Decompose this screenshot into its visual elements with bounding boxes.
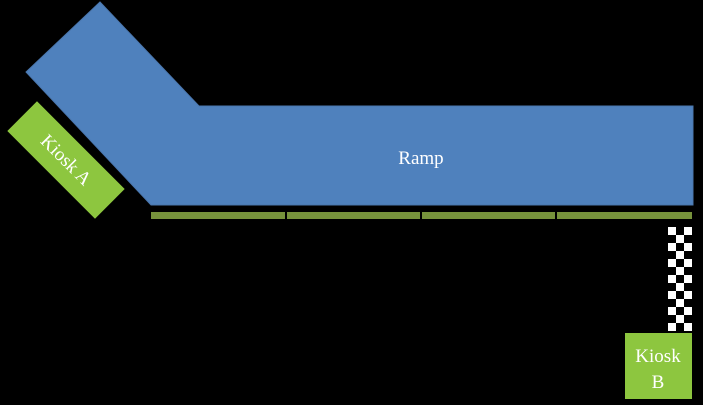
- checker-cell: [668, 259, 676, 267]
- checker-cell: [668, 299, 676, 307]
- kiosk-b-label-line2: B: [652, 372, 665, 393]
- checker-cell: [684, 299, 692, 307]
- kiosk-b: Kiosk B: [625, 333, 692, 399]
- checker-cell: [676, 283, 684, 291]
- checker-cell: [684, 243, 692, 251]
- checker-cell: [676, 267, 684, 275]
- checker-cell: [668, 251, 676, 259]
- checker-cell: [684, 315, 692, 323]
- checker-cell: [676, 243, 684, 251]
- checker-cell: [684, 251, 692, 259]
- checker-cell: [668, 283, 676, 291]
- checker-cell: [684, 267, 692, 275]
- checker-cell: [684, 307, 692, 315]
- checker-cell: [668, 243, 676, 251]
- checker-cell: [668, 235, 676, 243]
- checker-cell: [684, 227, 692, 235]
- rail-segment: [557, 212, 692, 219]
- checker-cell: [668, 275, 676, 283]
- checkered-path: [668, 227, 692, 331]
- kiosk-b-box: [625, 333, 692, 399]
- rail: [151, 212, 692, 219]
- checker-cell: [668, 267, 676, 275]
- checker-cell: [684, 323, 692, 331]
- checker-cell: [684, 291, 692, 299]
- checker-cell: [676, 259, 684, 267]
- checker-cell: [676, 315, 684, 323]
- checker-cell: [676, 275, 684, 283]
- checker-cell: [668, 307, 676, 315]
- checker-cell: [668, 315, 676, 323]
- checker-cell: [684, 259, 692, 267]
- checker-cell: [668, 227, 676, 235]
- ramp-area: [25, 1, 694, 206]
- checker-cell: [676, 227, 684, 235]
- checker-cell: [684, 275, 692, 283]
- checker-cell: [684, 235, 692, 243]
- checker-cell: [676, 323, 684, 331]
- checker-cell: [676, 291, 684, 299]
- checker-cell: [668, 323, 676, 331]
- rail-segment: [151, 212, 285, 219]
- kiosk-b-label-line1: Kiosk: [635, 346, 681, 367]
- ramp-label: Ramp: [398, 148, 443, 169]
- checker-cell: [676, 307, 684, 315]
- checker-cell: [676, 299, 684, 307]
- checker-cell: [676, 251, 684, 259]
- checker-cell: [668, 291, 676, 299]
- rail-segment: [422, 212, 555, 219]
- kiosk-a-box: [7, 101, 125, 219]
- checker-cell: [676, 235, 684, 243]
- checker-cell: [684, 283, 692, 291]
- rail-segment: [287, 212, 420, 219]
